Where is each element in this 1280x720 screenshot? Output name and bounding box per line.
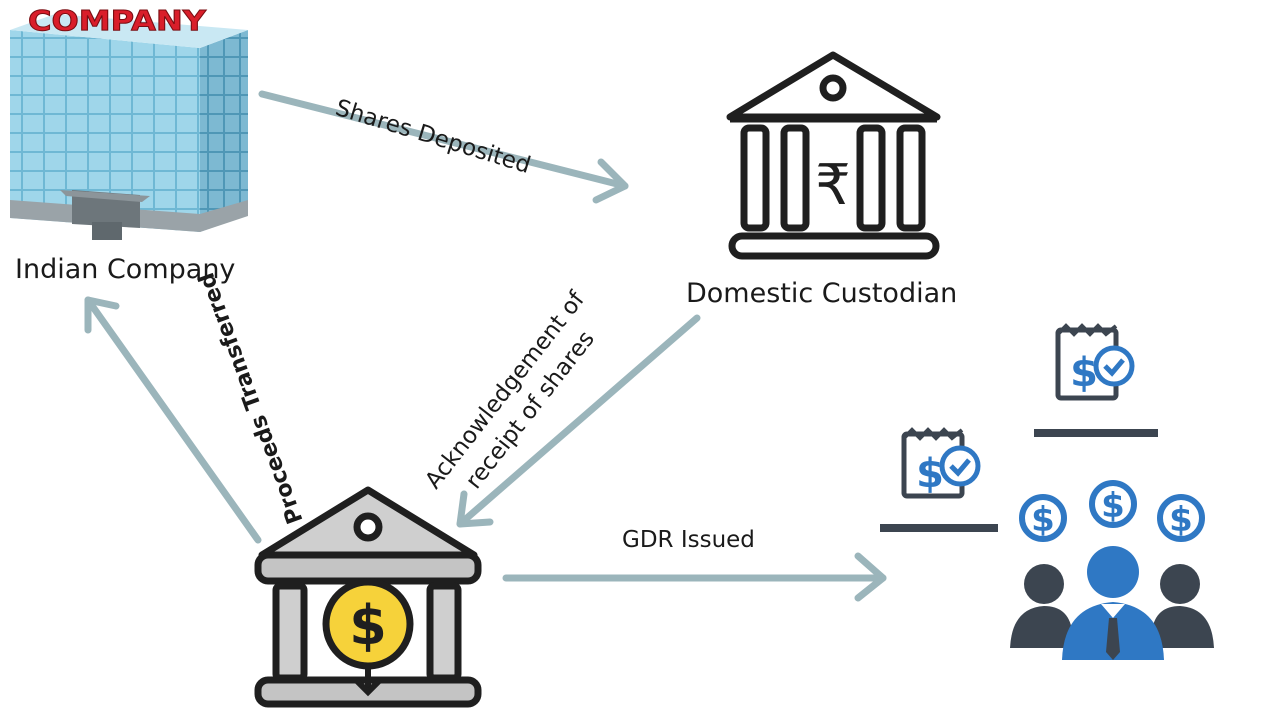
- svg-text:$: $: [1031, 500, 1055, 540]
- company-sign: COMPANY: [28, 4, 207, 37]
- arrow-gdr-issued: [502, 552, 887, 602]
- svg-text:$: $: [1169, 500, 1193, 540]
- investors-icon: $ $ $: [1010, 480, 1214, 660]
- receipt-icon: $: [880, 427, 998, 532]
- svg-text:$: $: [1101, 486, 1125, 526]
- receipt-icon: $: [1034, 323, 1158, 437]
- dollar-symbol: $: [349, 594, 387, 657]
- node-label-indian-company: Indian Company: [15, 254, 236, 285]
- company-building-icon: [10, 14, 248, 240]
- rupee-icon: ₹: [815, 153, 851, 218]
- edge-label-gdr-issued: GDR Issued: [622, 527, 755, 553]
- svg-text:$: $: [1070, 350, 1098, 396]
- dollar-coin-icon: [322, 578, 414, 697]
- node-label-domestic-custodian: Domestic Custodian: [686, 278, 958, 309]
- arrow-shares-deposited: [258, 90, 629, 204]
- arrow-acknowledgement: [456, 314, 701, 528]
- svg-text:$: $: [916, 451, 944, 497]
- custodian-bank-icon: [726, 51, 941, 260]
- arrow-proceeds-transferred: [84, 296, 262, 544]
